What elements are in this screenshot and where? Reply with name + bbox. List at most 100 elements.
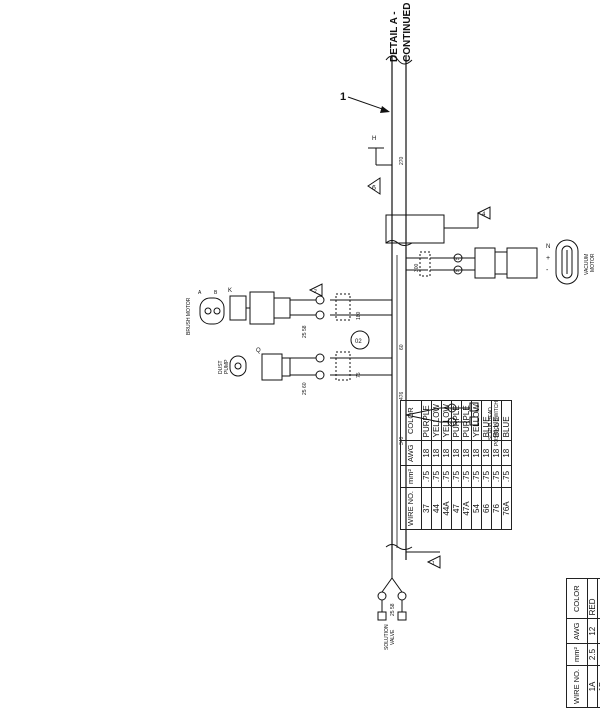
- table-cell: 18: [492, 441, 502, 466]
- table-cell: 12: [588, 619, 598, 644]
- vacuum-plus: +: [546, 255, 550, 262]
- ground-lead-h: [368, 148, 392, 165]
- table-cell: PURPLE: [422, 401, 432, 441]
- wire-label-25-58-a: 25 58: [302, 325, 308, 338]
- wire-label-60: 60: [399, 344, 405, 350]
- table-cell: YELLOW: [442, 401, 452, 441]
- pin-a-label: A: [198, 290, 202, 296]
- table-cell: 66: [482, 488, 492, 530]
- note-triangle-1-label: 1: [432, 561, 435, 567]
- wire-label-25-60: 25 60: [302, 382, 308, 395]
- wire-label-75: 75: [356, 372, 362, 378]
- table-cell: .75: [422, 466, 432, 488]
- vacuum-branch: [406, 248, 537, 278]
- table-cell: 54: [472, 488, 482, 530]
- note-triangle-6-label: 6: [372, 185, 376, 192]
- table-header-cell: AWG: [401, 441, 422, 466]
- table-cell: RED: [588, 579, 598, 619]
- connector-n-label: N: [546, 244, 550, 250]
- table-cell: BLUE: [502, 401, 512, 441]
- table-cell: .75: [442, 466, 452, 488]
- table-cell: 18: [482, 441, 492, 466]
- table-cell: 18: [442, 441, 452, 466]
- table-cell: 44: [432, 488, 442, 530]
- connector-h-label: H: [372, 136, 376, 142]
- brush-motor-branch: [200, 292, 392, 324]
- table-cell: 18: [472, 441, 482, 466]
- solution-valve-label-2: VALVE: [390, 629, 396, 645]
- table-cell: 18: [432, 441, 442, 466]
- circle-02-label: 02: [355, 339, 362, 345]
- wire-label-180: 180: [356, 311, 362, 320]
- harness-sleeve: [386, 215, 444, 243]
- table-cell: .75: [492, 466, 502, 488]
- wire-label-476: 476: [399, 391, 405, 400]
- table-cell: 76A: [502, 488, 512, 530]
- table-cell: 1A: [588, 666, 598, 708]
- brush-motor-label: BRUSH MOTOR: [186, 297, 192, 335]
- detail-title-line2: CONTINUED: [402, 3, 413, 62]
- bubble-34: 34: [455, 268, 460, 273]
- dust-pump-label-2: PUMP: [224, 359, 230, 374]
- table-cell: BLUE: [492, 401, 502, 441]
- dust-pump-branch: [230, 352, 392, 380]
- table-cell: YELLOW: [472, 401, 482, 441]
- table-cell: PURPLE: [462, 401, 472, 441]
- table-cell: 37: [422, 488, 432, 530]
- vacuum-minus: -: [546, 267, 549, 274]
- table-cell: .75: [472, 466, 482, 488]
- table-cell: 18: [462, 441, 472, 466]
- vacuum-motor-symbol: [556, 240, 578, 284]
- callout-1-arrowhead: [380, 106, 390, 113]
- wire-label-300: 300: [414, 263, 420, 272]
- table-cell: 18: [422, 441, 432, 466]
- bubble-31: 31: [455, 256, 460, 261]
- wire-label-25-58-b: 25 58: [390, 603, 396, 616]
- table-cell: .75: [462, 466, 472, 488]
- wire-table-b: WIRE NO.mm²AWGCOLOR1A2.512RED1B---1D.751…: [566, 578, 600, 708]
- table-cell: .75: [482, 466, 492, 488]
- vacuum-motor-label-2: MOTOR: [590, 253, 596, 272]
- table-cell: PURPLE: [452, 401, 462, 441]
- table-cell: 2.5: [588, 644, 598, 666]
- table-cell: 47: [452, 488, 462, 530]
- wire-label-270: 270: [399, 156, 405, 165]
- table-cell: 18: [502, 441, 512, 466]
- table-cell: 76: [492, 488, 502, 530]
- note-triangle-2-label: 2: [314, 289, 317, 295]
- table-header-cell: WIRE NO.: [401, 488, 422, 530]
- detail-title-line1: DETAIL A -: [389, 11, 400, 62]
- table-header-cell: AWG: [567, 619, 588, 644]
- table-header-cell: WIRE NO.: [567, 666, 588, 708]
- table-header-cell: mm²: [567, 644, 588, 666]
- table-cell: .75: [502, 466, 512, 488]
- pin-b-label: B: [214, 290, 218, 296]
- table-cell: YELLOW: [432, 401, 442, 441]
- connector-q-label: Q: [256, 348, 261, 354]
- table-cell: 18: [452, 441, 462, 466]
- connector-k-label: K: [228, 288, 232, 294]
- table-header-cell: COLOR: [567, 579, 588, 619]
- table-header-cell: COLOR: [401, 401, 422, 441]
- table-cell: .75: [432, 466, 442, 488]
- callout-1: 1: [340, 91, 346, 103]
- table-cell: .75: [452, 466, 462, 488]
- table-header-cell: mm²: [401, 466, 422, 488]
- table-cell: 47A: [462, 488, 472, 530]
- table-cell: BLUE: [482, 401, 492, 441]
- table-cell: 44A: [442, 488, 452, 530]
